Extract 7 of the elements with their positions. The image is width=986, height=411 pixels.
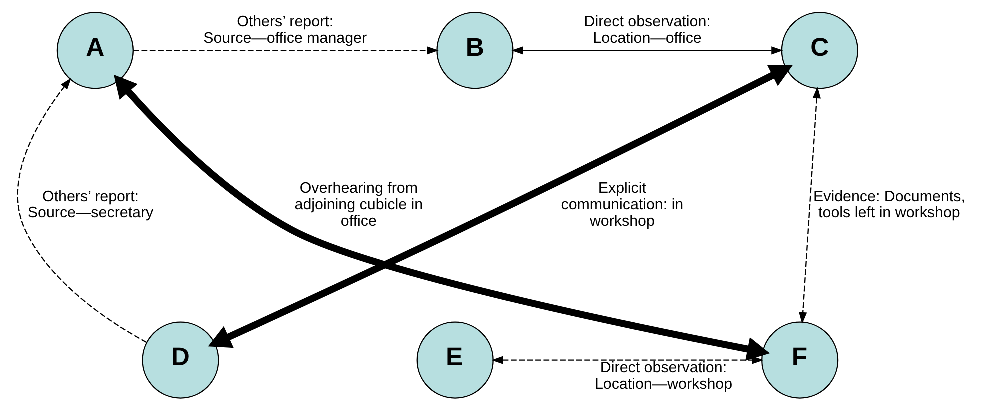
edge-label: Evidence: Documents, tools left in workshop xyxy=(813,188,966,222)
edge-label: Direct observation: Location—office xyxy=(584,14,711,47)
edge-label: Direct observation: Location—workshop xyxy=(594,359,733,393)
edge-label: Others’ report: Source—office manager xyxy=(204,14,368,47)
edge-label: Overhearing from adjoining cubicle in office xyxy=(294,180,424,230)
edge-label: Others’ report: Source—secretary xyxy=(28,188,154,222)
edge-label: Explicit communication: in workshop xyxy=(561,180,684,230)
